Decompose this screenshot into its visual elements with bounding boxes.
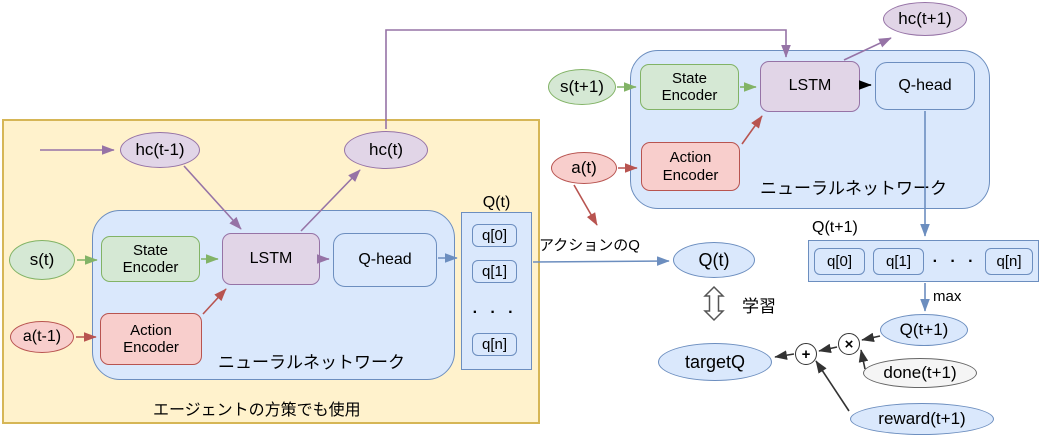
q-row-title: Q(t+1) [812,219,858,236]
q-next-cell-1: q[1] [873,248,924,275]
state-input-ellipse: s(t) [9,240,75,280]
right-state-encoder-box: State Encoder [640,64,739,110]
right-action-encoder-label: Action Encoder [662,149,719,184]
arrow-plus-to-targetq [774,350,795,360]
next-hidden-state-ellipse: hc(t+1) [883,2,967,36]
done-ellipse: done(t+1) [863,358,977,388]
max-label: max [933,288,962,305]
right-lstm-label: LSTM [788,77,832,95]
q-next-ellipse: Q(t+1) [880,314,968,346]
left-action-encoder-box: Action Encoder [100,313,202,365]
hidden-state-in-ellipse: hc(t-1) [120,132,200,168]
ellipsis-dots-vertical: · · · [472,303,518,321]
q-next-cell-0: q[0] [814,248,865,275]
left-network-label: ニューラルネットワーク [218,353,405,372]
arrow-qcolumn-to-qt [532,256,670,266]
next-state-input-ellipse: s(t+1) [548,69,616,105]
policy-note-label: エージェントの方策でも使用 [153,402,361,419]
right-q-head-box: Q-head [875,62,975,110]
left-state-encoder-label: State Encoder [122,241,179,276]
right-q-head-label: Q-head [898,76,952,94]
target-q-ellipse: targetQ [658,343,772,381]
multiply-op-circle: × [838,333,860,355]
left-q-head-label: Q-head [358,250,412,268]
q-next-cell-n: q[n] [985,248,1033,275]
q-output-column: q[0] q[1] · · · q[n] [461,212,532,370]
left-q-head-box: Q-head [333,233,437,287]
left-state-encoder-box: State Encoder [101,236,200,282]
right-state-encoder-label: State Encoder [661,69,718,104]
ellipsis-dots-horizontal: · · · [932,252,978,270]
right-lstm-box: LSTM [760,61,860,112]
arrow-qnext-to-multiply [861,332,881,343]
right-action-encoder-box: Action Encoder [641,142,740,191]
q-next-output-row: q[0] q[1] · · · q[n] [808,240,1039,282]
q-cell-1: q[1] [472,260,517,283]
prev-action-input-ellipse: a(t-1) [10,321,74,353]
left-lstm-label: LSTM [249,249,293,267]
arrow-multiply-to-plus [818,343,838,354]
right-network-label: ニューラルネットワーク [760,179,947,198]
action-input-ellipse: a(t) [551,152,617,184]
arrow-action-to-action-q [573,184,598,226]
q-cell-n: q[n] [472,333,517,356]
plus-op-circle: + [795,343,817,365]
left-lstm-box: LSTM [222,233,320,285]
q-cell-0: q[0] [472,224,517,247]
arrow-done-to-multiply [858,349,869,370]
hidden-state-out-ellipse: hc(t) [344,131,428,169]
learn-double-arrow [703,285,725,322]
left-action-encoder-label: Action Encoder [123,321,179,356]
action-q-label: アクションのQ [539,237,640,254]
q-column-title: Q(t) [482,194,511,211]
q-current-ellipse: Q(t) [673,242,755,278]
arrow-reward-to-plus [815,360,850,412]
learn-label: 学習 [742,297,776,316]
reward-ellipse: reward(t+1) [850,403,994,435]
